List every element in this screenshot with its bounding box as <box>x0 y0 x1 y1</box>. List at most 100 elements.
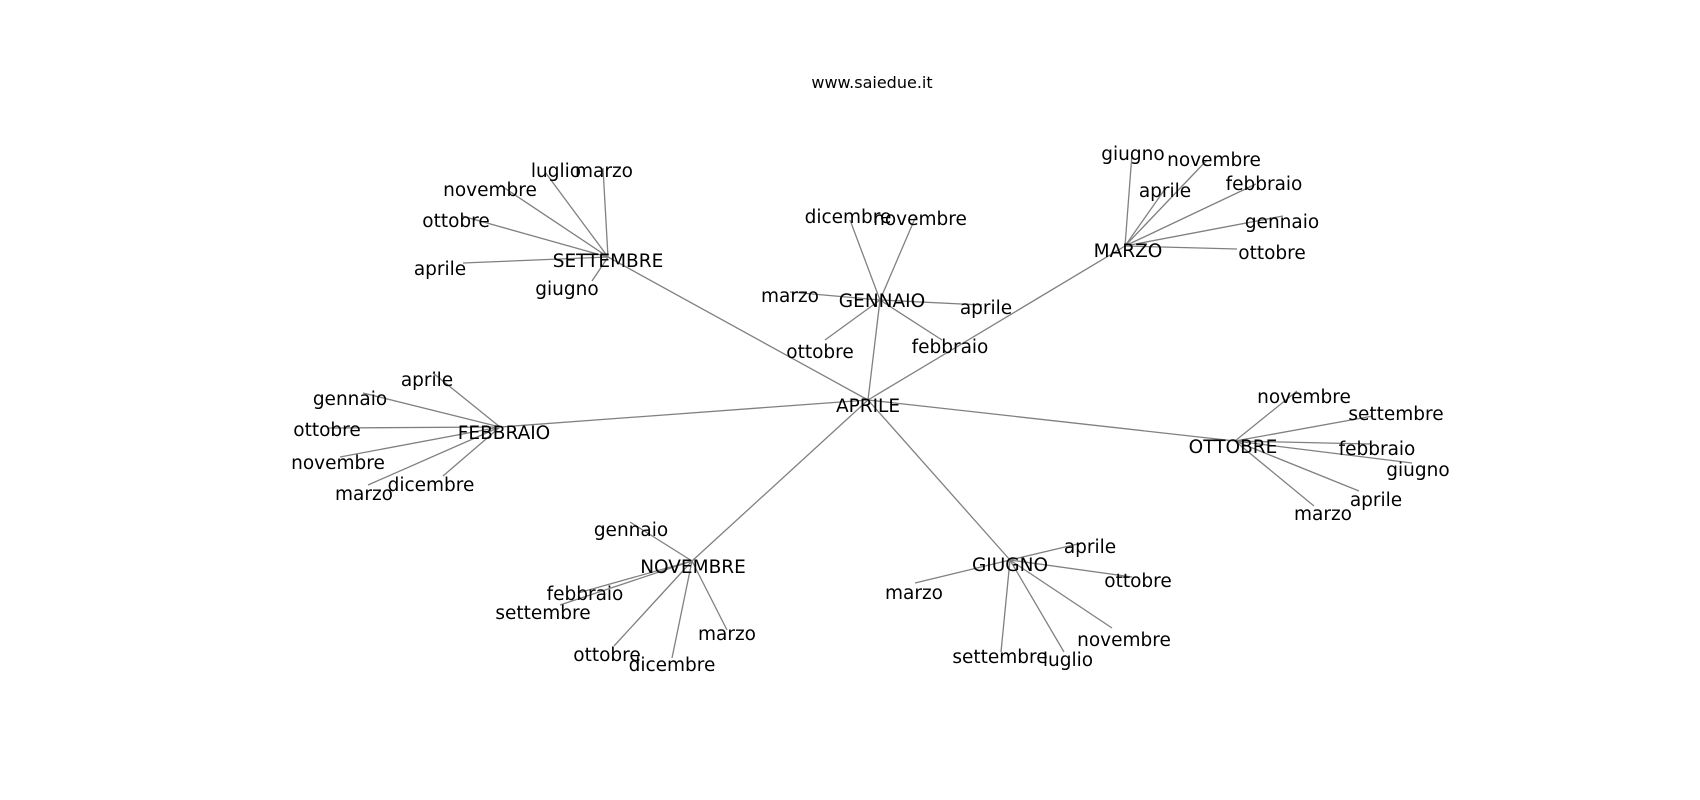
leaf-node-novembre-ottobre: ottobre <box>573 645 640 666</box>
leaf-node-gennaio-novembre: novembre <box>873 209 967 230</box>
leaf-node-gennaio-aprile: aprile <box>960 298 1012 319</box>
edge-gennaio-marzo <box>789 291 881 301</box>
edge-settembre-luglio <box>544 171 609 258</box>
edge-marzo-febbraio <box>1124 183 1257 247</box>
leaf-node-giugno-aprile: aprile <box>1064 537 1116 558</box>
edge-novembre-ottobre <box>613 560 693 647</box>
leaf-node-giugno-luglio: luglio <box>1043 650 1093 671</box>
edge-febbraio-aprile <box>432 372 501 428</box>
branch-node-giugno: GIUGNO <box>972 555 1048 576</box>
edge-marzo-gennaio <box>1124 215 1284 247</box>
leaf-node-settembre-novembre: novembre <box>443 180 537 201</box>
edge-root-giugno <box>867 399 1011 561</box>
edge-ottobre-febbraio <box>1234 440 1371 445</box>
edge-gennaio-febbraio <box>879 299 943 341</box>
leaf-node-novembre-settembre: settembre <box>495 603 590 624</box>
edge-settembre-novembre <box>499 184 609 258</box>
edge-layer <box>327 153 1413 659</box>
edge-giugno-settembre <box>1000 559 1011 653</box>
leaf-node-settembre-marzo: marzo <box>575 161 633 182</box>
branch-node-settembre: SETTEMBRE <box>553 251 664 272</box>
leaf-node-giugno-ottobre: ottobre <box>1104 571 1171 592</box>
leaf-node-ottobre-aprile: aprile <box>1350 490 1402 511</box>
edge-ottobre-novembre <box>1234 390 1298 442</box>
leaf-node-giugno-marzo: marzo <box>885 583 943 604</box>
branch-node-ottobre: OTTOBRE <box>1189 437 1278 458</box>
leaf-node-ottobre-febbraio: febbraio <box>1339 439 1416 460</box>
edge-gennaio-novembre <box>879 215 917 301</box>
leaf-node-settembre-luglio: luglio <box>531 161 581 182</box>
edge-novembre-febbraio <box>577 560 693 594</box>
edge-settembre-marzo <box>602 167 609 258</box>
edge-gennaio-ottobre <box>824 299 881 341</box>
leaf-node-marzo-giugno: giugno <box>1101 144 1164 165</box>
leaf-node-marzo-novembre: novembre <box>1167 150 1261 171</box>
root-node-label: APRILE <box>836 396 900 417</box>
branch-node-novembre: NOVEMBRE <box>640 557 746 578</box>
edge-ottobre-settembre <box>1234 415 1374 442</box>
leaf-node-marzo-aprile: aprile <box>1139 181 1191 202</box>
leaf-node-febbraio-aprile: aprile <box>401 370 453 391</box>
edge-ottobre-aprile <box>1234 440 1360 492</box>
leaf-node-marzo-gennaio: gennaio <box>1245 212 1319 233</box>
leaf-node-novembre-febbraio: febbraio <box>547 584 624 605</box>
leaf-node-marzo-ottobre: ottobre <box>1238 243 1305 264</box>
leaf-node-ottobre-novembre: novembre <box>1257 387 1351 408</box>
leaf-node-febbraio-marzo: marzo <box>335 484 393 505</box>
edge-settembre-aprile <box>462 256 609 264</box>
leaf-node-febbraio-dicembre: dicembre <box>388 475 475 496</box>
edge-gennaio-aprile <box>879 299 983 306</box>
leaf-node-gennaio-ottobre: ottobre <box>786 342 853 363</box>
leaf-node-settembre-giugno: giugno <box>535 279 598 300</box>
branch-node-febbraio: FEBBRAIO <box>458 423 551 444</box>
edge-settembre-giugno <box>591 256 609 282</box>
edge-febbraio-marzo <box>367 426 501 486</box>
edge-settembre-ottobre <box>461 215 609 258</box>
edge-marzo-novembre <box>1124 159 1208 247</box>
edge-giugno-marzo <box>914 559 1011 584</box>
label-layer: APRILEGENNAIOdicembrenovembremarzoaprile… <box>291 144 1450 676</box>
branch-node-marzo: MARZO <box>1094 241 1163 262</box>
leaf-node-marzo-febbraio: febbraio <box>1226 174 1303 195</box>
leaf-node-giugno-settembre: settembre <box>952 647 1047 668</box>
leaf-node-febbraio-ottobre: ottobre <box>293 420 360 441</box>
leaf-node-settembre-ottobre: ottobre <box>422 211 489 232</box>
site-url: www.saiedue.it <box>811 73 932 92</box>
edge-febbraio-novembre <box>339 426 501 458</box>
edge-febbraio-gennaio <box>362 392 501 428</box>
branch-node-gennaio: GENNAIO <box>839 291 925 312</box>
leaf-node-settembre-aprile: aprile <box>414 259 466 280</box>
leaf-node-febbraio-novembre: novembre <box>291 453 385 474</box>
edge-root-ottobre <box>867 399 1236 442</box>
edge-novembre-settembre <box>559 560 693 606</box>
edge-febbraio-dicembre <box>442 426 501 477</box>
edge-ottobre-marzo <box>1234 440 1315 507</box>
leaf-node-giugno-novembre: novembre <box>1077 630 1171 651</box>
leaf-node-ottobre-settembre: settembre <box>1348 404 1443 425</box>
edge-root-marzo <box>867 245 1126 401</box>
leaf-node-ottobre-marzo: marzo <box>1294 504 1352 525</box>
edge-marzo-ottobre <box>1124 245 1238 250</box>
edge-giugno-aprile <box>1009 542 1083 561</box>
edge-marzo-giugno <box>1124 153 1133 247</box>
leaf-node-gennaio-dicembre: dicembre <box>805 207 892 228</box>
leaf-node-febbraio-gennaio: gennaio <box>313 389 387 410</box>
leaf-node-gennaio-febbraio: febbraio <box>912 337 989 358</box>
edge-root-gennaio <box>867 299 881 401</box>
edge-giugno-novembre <box>1009 559 1113 629</box>
edge-febbraio-ottobre <box>327 426 501 429</box>
edge-root-settembre <box>607 256 869 401</box>
edge-giugno-ottobre <box>1009 559 1133 578</box>
leaf-node-novembre-dicembre: dicembre <box>629 655 716 676</box>
edge-ottobre-giugno <box>1234 440 1413 464</box>
edge-root-febbraio <box>499 399 869 428</box>
leaf-node-novembre-gennaio: gennaio <box>594 520 668 541</box>
edge-gennaio-dicembre <box>849 219 881 301</box>
edge-novembre-gennaio <box>629 521 693 562</box>
edge-giugno-luglio <box>1009 559 1065 653</box>
edge-novembre-dicembre <box>671 560 693 659</box>
leaf-node-ottobre-giugno: giugno <box>1386 460 1449 481</box>
leaf-node-gennaio-marzo: marzo <box>761 286 819 307</box>
